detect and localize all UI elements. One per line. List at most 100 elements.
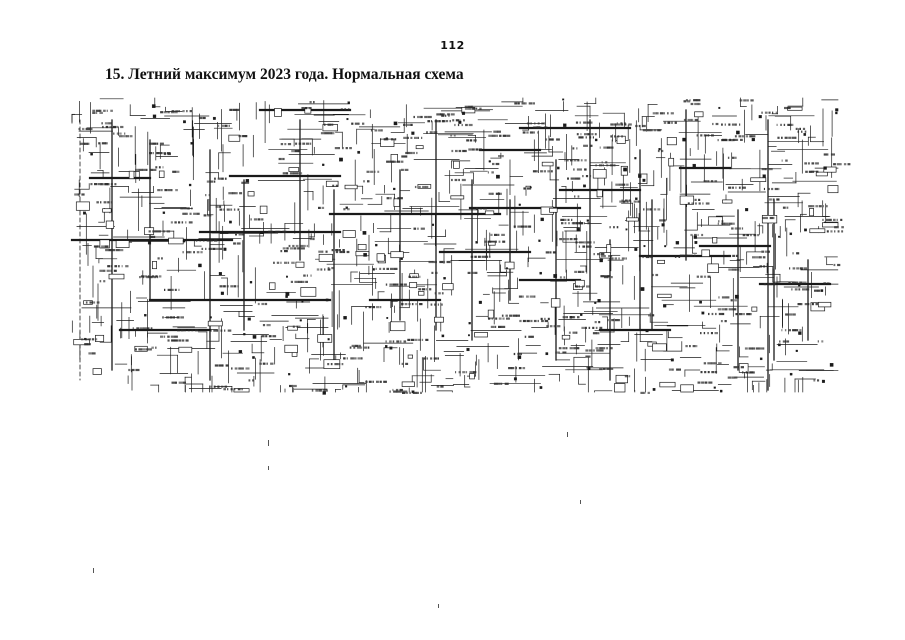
label-mark xyxy=(153,168,157,171)
substation-box xyxy=(355,251,370,257)
label-mark xyxy=(383,138,388,141)
label-mark xyxy=(370,170,374,173)
label-mark xyxy=(116,125,118,129)
label-mark xyxy=(802,288,806,291)
label-mark xyxy=(558,347,562,350)
label-mark xyxy=(442,120,445,123)
label-mark xyxy=(396,283,399,286)
breaker-symbol xyxy=(183,120,186,124)
label-mark xyxy=(241,367,244,370)
label-mark xyxy=(437,357,439,360)
label-mark xyxy=(522,319,526,323)
breaker-symbol xyxy=(718,106,721,109)
label-mark xyxy=(228,192,233,195)
label-mark xyxy=(403,123,406,126)
label-mark xyxy=(351,122,354,125)
label-mark xyxy=(528,225,532,228)
label-mark xyxy=(728,139,733,142)
label-mark xyxy=(112,125,117,129)
label-mark xyxy=(739,313,743,316)
label-mark xyxy=(421,338,424,341)
label-mark xyxy=(543,126,548,129)
label-mark xyxy=(306,244,308,248)
label-mark xyxy=(768,168,773,171)
label-mark xyxy=(501,155,504,158)
label-mark xyxy=(389,390,391,393)
label-mark xyxy=(581,270,585,273)
breaker-symbol xyxy=(580,313,583,316)
label-mark xyxy=(380,138,382,141)
label-mark xyxy=(93,301,96,304)
label-mark xyxy=(633,200,637,203)
label-mark xyxy=(711,371,715,374)
breaker-symbol xyxy=(829,363,834,367)
label-mark xyxy=(301,107,305,110)
label-mark xyxy=(203,239,205,242)
label-mark xyxy=(108,249,113,252)
label-mark xyxy=(606,367,610,370)
label-mark xyxy=(647,391,650,394)
label-mark xyxy=(320,132,325,135)
label-mark xyxy=(728,186,731,189)
breaker-symbol xyxy=(778,343,781,347)
label-mark xyxy=(171,110,175,113)
label-mark xyxy=(363,180,365,183)
substation-box xyxy=(809,228,826,234)
breaker-symbol xyxy=(461,111,466,115)
label-mark xyxy=(92,109,96,112)
label-mark xyxy=(575,121,579,124)
label-mark xyxy=(346,250,350,254)
label-mark xyxy=(580,159,583,162)
label-mark xyxy=(126,135,130,138)
label-mark xyxy=(299,244,304,248)
label-mark xyxy=(425,185,429,189)
label-mark xyxy=(495,162,500,166)
label-mark xyxy=(642,124,646,128)
label-mark xyxy=(711,134,714,137)
label-mark xyxy=(621,257,625,260)
label-mark xyxy=(238,233,243,236)
label-mark xyxy=(233,242,236,245)
label-mark xyxy=(731,139,735,142)
label-mark xyxy=(774,187,779,191)
breaker-symbol xyxy=(190,142,193,145)
label-mark xyxy=(650,129,653,132)
label-mark xyxy=(301,280,305,283)
label-mark xyxy=(585,136,587,139)
label-mark xyxy=(599,349,604,352)
label-mark xyxy=(309,101,312,104)
label-mark xyxy=(579,241,583,244)
breaker-symbol xyxy=(823,166,827,170)
label-mark xyxy=(237,285,239,288)
label-mark xyxy=(216,329,219,332)
label-mark xyxy=(646,129,651,132)
label-mark xyxy=(435,271,438,274)
label-mark xyxy=(101,122,103,125)
label-mark xyxy=(366,170,370,173)
label-mark xyxy=(149,152,153,155)
label-mark xyxy=(590,121,593,124)
label-mark xyxy=(776,123,778,126)
label-mark xyxy=(555,351,560,354)
label-mark xyxy=(435,120,438,123)
label-mark xyxy=(210,239,213,242)
label-mark xyxy=(617,123,621,126)
label-mark xyxy=(222,364,224,367)
label-mark xyxy=(707,134,710,137)
label-mark xyxy=(703,180,707,183)
breaker-symbol xyxy=(652,388,656,391)
breaker-symbol xyxy=(694,241,698,244)
label-mark xyxy=(144,275,148,278)
breaker-symbol xyxy=(762,174,766,178)
label-mark xyxy=(532,170,537,173)
label-mark xyxy=(588,326,591,329)
label-mark xyxy=(493,382,498,385)
label-mark xyxy=(157,257,160,260)
label-mark xyxy=(220,329,223,332)
label-mark xyxy=(293,247,297,250)
label-mark xyxy=(468,123,473,127)
label-mark xyxy=(160,111,164,114)
label-mark xyxy=(393,197,395,200)
label-mark xyxy=(212,247,216,250)
label-mark xyxy=(801,130,803,133)
